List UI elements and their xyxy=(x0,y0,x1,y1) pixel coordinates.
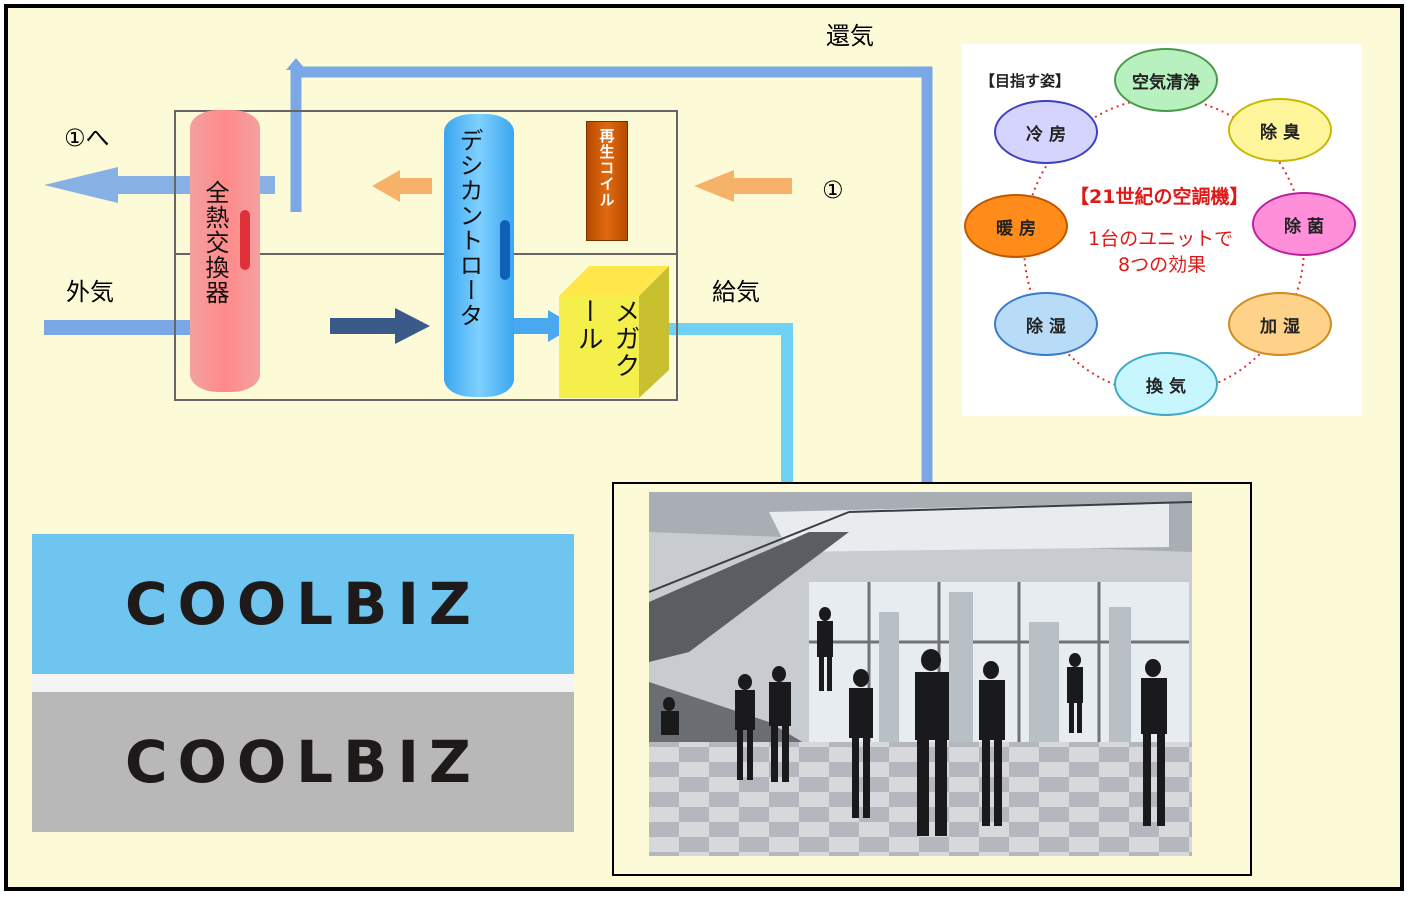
return-duct-end xyxy=(286,58,306,70)
effect-sterilize: 除 菌 xyxy=(1252,192,1356,256)
effect-air-purify: 空気清浄 xyxy=(1114,48,1218,112)
effect-dehumidify: 除 湿 xyxy=(994,292,1098,356)
supply-air-label: 給気 xyxy=(712,278,760,306)
coolbiz-logo-gray: COOLBIZ xyxy=(32,692,574,832)
orange-arrow-left xyxy=(372,170,432,202)
effect-ventilate: 換 気 xyxy=(1114,352,1218,416)
dark-arrow xyxy=(330,308,430,344)
outside-air-intake xyxy=(44,320,194,335)
heat-exchanger-label: 全熱交換器 xyxy=(201,180,229,305)
effect-deodorize: 除 臭 xyxy=(1228,98,1332,162)
effects-panel: 【目指す姿】 【21世紀の空調機】 1台のユニットで 8つの効果 空気清浄 除 … xyxy=(962,44,1362,416)
desiccant-rotor-hub xyxy=(500,220,510,280)
effects-title: 【21世紀の空調機】 xyxy=(1070,186,1249,208)
regen-coil-label: 再生コイル xyxy=(597,128,616,208)
desiccant-rotor-label: デシカントロータ xyxy=(455,128,483,328)
supply-air-duct xyxy=(650,323,793,522)
effect-cooling: 冷 房 xyxy=(994,100,1098,164)
mega-cooler-label: メガクール xyxy=(573,298,640,379)
coolbiz-logo-blue: COOLBIZ xyxy=(32,534,574,674)
effect-humidify: 加 湿 xyxy=(1228,292,1332,356)
mega-cooler-cube xyxy=(559,266,669,398)
return-air-duct xyxy=(290,66,933,537)
unit-divider xyxy=(174,253,678,255)
heat-exchanger-hub xyxy=(240,210,250,270)
orange-arrow-right xyxy=(694,170,792,202)
office-lobby-image xyxy=(649,492,1192,856)
logo-divider xyxy=(32,674,574,692)
regen-coil: 再生コイル xyxy=(586,121,628,241)
to-one-label: ①へ xyxy=(64,124,110,152)
effects-subtitle-1: 1台のユニットで xyxy=(1088,228,1234,250)
circle-one-label: ① xyxy=(822,176,844,204)
effects-heading: 【目指す姿】 xyxy=(980,72,1071,90)
effect-heating: 暖 房 xyxy=(964,194,1068,258)
return-air-label: 還気 xyxy=(826,22,874,50)
outside-air-label: 外気 xyxy=(66,278,114,306)
effects-subtitle-2: 8つの効果 xyxy=(1118,254,1207,276)
unit-housing xyxy=(174,110,678,401)
